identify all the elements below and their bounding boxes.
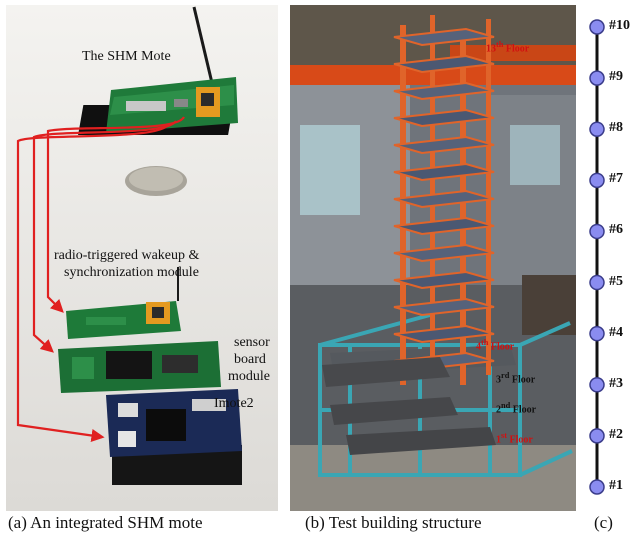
label-sensor-line1: sensor [234, 335, 270, 350]
caption-c: (c) [594, 513, 613, 532]
caption-a: (a) An integrated SHM mote [8, 513, 203, 532]
sensor-node-circle [589, 325, 605, 342]
floor-label-13: 13th Floor [486, 40, 530, 55]
floor-plate [393, 216, 495, 236]
floor-plate [393, 81, 495, 101]
sensor-node-label: #4 [609, 324, 623, 340]
sensor-node-circle [589, 479, 605, 495]
label-radio-module-line1: radio-triggered wakeup & [54, 248, 200, 263]
connector-arrows [16, 116, 185, 443]
label-imote2: Imote2 [214, 396, 254, 411]
radio-module-board [66, 267, 181, 339]
sensor-node-circle [589, 377, 605, 393]
caption-b: (b) Test building structure [305, 513, 482, 532]
sensor-node-circle [589, 121, 605, 137]
sensor-node-label: #7 [609, 171, 623, 187]
sensor-node-diagram: #10 #9 #8 #7 #6 #5 #4 #3 #2 #1 [578, 5, 641, 511]
floor-plate [393, 135, 495, 155]
floor-plate [393, 297, 495, 317]
sensor-node-circle [589, 274, 605, 291]
floor-plate [393, 54, 495, 74]
test-building-illustration [290, 5, 576, 511]
floor-plate [393, 270, 495, 290]
tower-floors [393, 27, 495, 371]
label-radio-module-line2: synchronization module [64, 265, 199, 280]
sensor-node-label: #6 [609, 222, 623, 238]
sensor-node-label: #1 [609, 478, 623, 493]
antenna [192, 6, 214, 84]
floor-plate [393, 162, 495, 182]
sensor-node-label: #5 [609, 273, 623, 289]
sensor-node-circle [589, 223, 605, 240]
label-shm-mote: The SHM Mote [82, 49, 171, 64]
floor-plate [393, 189, 495, 209]
floor-label-3: 3rd Floor [496, 371, 536, 386]
sensor-node-circle [589, 19, 605, 35]
imote2-board [106, 389, 242, 485]
sensor-node-label: #3 [609, 375, 623, 391]
node-chain [589, 19, 605, 495]
floor-plate [393, 108, 495, 128]
floor-plate [393, 243, 495, 263]
sensor-node-circle [589, 428, 605, 444]
floor-label-1: 1st Floor [496, 431, 533, 446]
floor-label-4: 4th Floor [476, 338, 515, 353]
label-sensor-line2: board [234, 352, 266, 367]
sensor-node-circle [589, 172, 605, 189]
test-building-photo: 13th Floor 4th Floor 3rd Floor 2nd Floor… [290, 5, 576, 511]
sensor-node-label: #9 [609, 69, 623, 85]
sensor-node-label: #8 [609, 120, 623, 136]
shm-mote-photo: The SHM Mote radio-triggered wakeup & sy… [6, 5, 278, 511]
sensor-node-circle [589, 70, 605, 86]
sensor-node-label: #10 [609, 18, 630, 33]
floor-plate [393, 324, 495, 344]
sensor-board [58, 341, 221, 393]
shm-mote-illustration [6, 5, 278, 511]
floor-plate [393, 27, 495, 47]
sensor-node-label: #2 [609, 426, 623, 442]
floor-label-2: 2nd Floor [496, 401, 537, 416]
label-sensor-line3: module [228, 369, 270, 384]
